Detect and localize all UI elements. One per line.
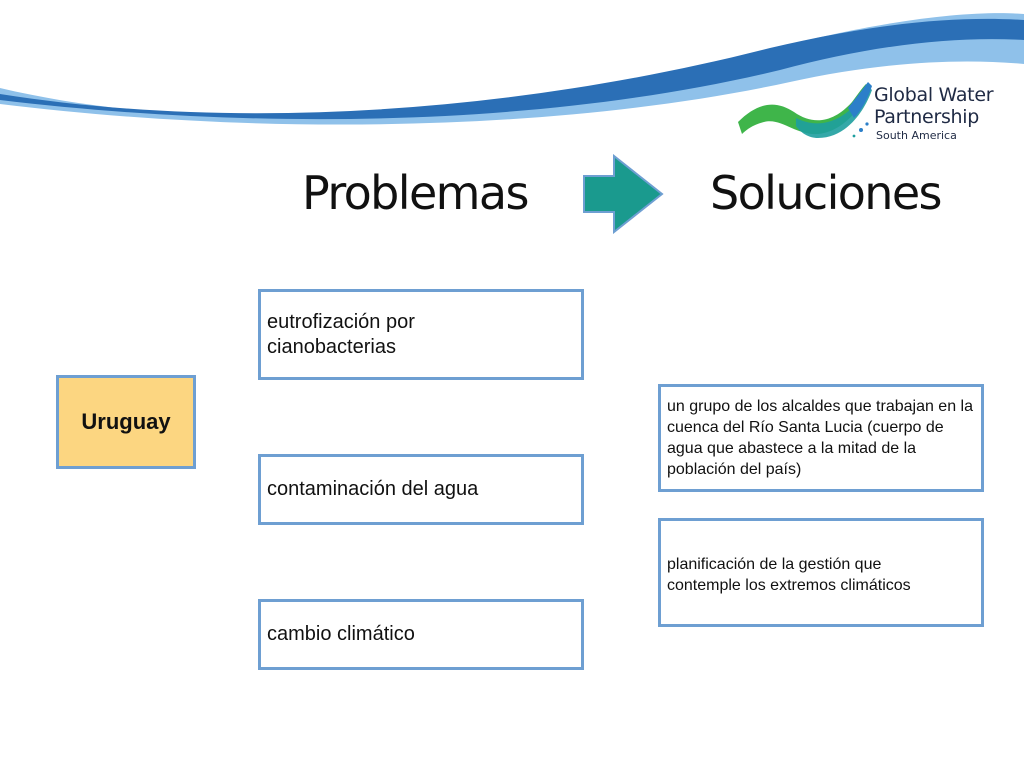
right-arrow-icon: [583, 154, 664, 234]
solutions-heading: Soluciones: [710, 166, 943, 220]
solution-box-2: planificación de la gestión que contempl…: [658, 518, 984, 627]
problem-text: cambio climático: [267, 623, 415, 645]
header-wave-decoration: [0, 13, 1024, 125]
logo-text-line3: South America: [876, 129, 957, 142]
problems-heading: Problemas: [302, 166, 529, 220]
problem-box-3: cambio climático: [258, 599, 584, 670]
gwp-wave-logo-icon: [738, 82, 872, 138]
solution-text: un grupo de los alcaldes que trabajan en…: [667, 398, 973, 478]
problem-text: eutrofización por cianobacterias: [267, 310, 415, 358]
logo-text-line2: Partnership: [874, 106, 980, 128]
country-box: Uruguay: [56, 375, 196, 469]
solution-box-1: un grupo de los alcaldes que trabajan en…: [658, 384, 984, 492]
country-label: Uruguay: [81, 409, 171, 434]
problem-text: contaminación del agua: [267, 478, 479, 500]
logo-text-line1: Global Water: [874, 84, 994, 106]
problem-box-1: eutrofización por cianobacterias: [258, 289, 584, 380]
solution-text: planificación de la gestión que contempl…: [667, 556, 911, 594]
problem-box-2: contaminación del agua: [258, 454, 584, 525]
